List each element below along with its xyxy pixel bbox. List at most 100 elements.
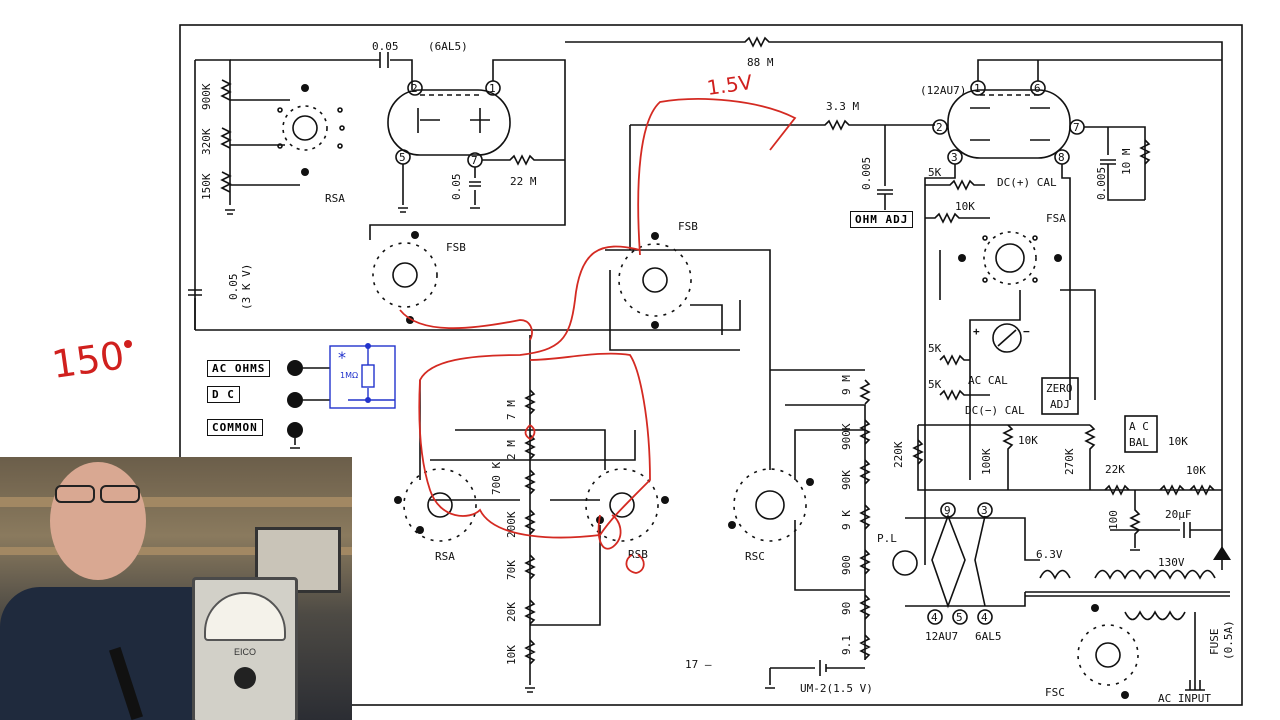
webcam-overlay: EICO bbox=[0, 457, 352, 720]
c-005-3kv-label: 0.05 bbox=[227, 274, 240, 301]
fsa-label: FSA bbox=[1046, 212, 1066, 225]
tube-6al5: 2 1 5 7 (6AL5) 0.05 22 M bbox=[369, 40, 566, 240]
meter-face bbox=[204, 592, 286, 641]
r-270k-label: 270K bbox=[1063, 448, 1076, 475]
ohm-adj-label: OHM ADJ bbox=[850, 211, 914, 228]
fsb-right-label: FSB bbox=[678, 220, 698, 233]
rotary-switch-rsc: RSC 9 M 900K 90K 9 K 900 90 9.1 UM-2(1.5… bbox=[685, 369, 873, 695]
meter-knob-icon bbox=[234, 667, 256, 689]
c-0005-a-label: 0.005 bbox=[860, 157, 873, 190]
pin-3b: 3 bbox=[981, 504, 988, 517]
zero-adj-box: ZERO ADJ bbox=[1041, 377, 1079, 415]
tube-12au7-b-label: 12AU7 bbox=[925, 630, 958, 643]
ac-cal-label: AC CAL bbox=[968, 374, 1008, 387]
dc-terminal-label: D C bbox=[207, 386, 240, 403]
tube-6al5-b-label: 6AL5 bbox=[975, 630, 1002, 643]
r-20k-label: 20K bbox=[505, 602, 518, 622]
meter-plus: + bbox=[973, 325, 980, 338]
r-900-label: 900 bbox=[840, 555, 853, 575]
r-7m-label: 7 M bbox=[505, 400, 518, 420]
pin-1b: 1 bbox=[974, 82, 981, 95]
r-900k-b-label: 900K bbox=[840, 423, 853, 450]
asterisk-icon: * bbox=[338, 348, 346, 367]
pin-6: 6 bbox=[1034, 82, 1041, 95]
fsa-switch-area: 5K DC(+) CAL 10K FSA + − 5K 5K AC CAL DC… bbox=[925, 166, 1096, 480]
c-005-mid-label: 0.05 bbox=[450, 174, 463, 201]
tube-6al5-label: (6AL5) bbox=[428, 40, 468, 53]
r-10m-label: 10 M bbox=[1120, 148, 1133, 175]
tube-12au7-label: (12AU7) bbox=[920, 84, 966, 97]
rsb-label: RSB bbox=[628, 548, 648, 561]
fsb-left-label: FSB bbox=[446, 241, 466, 254]
tube-12au7: 1 6 2 7 3 8 (12AU7) 0.005 10 M bbox=[920, 59, 1222, 565]
r-100-label: 100 bbox=[1107, 510, 1120, 530]
r-91-label: 9.1 bbox=[840, 635, 853, 655]
fuse-rating-label: (0.5A) bbox=[1222, 620, 1235, 660]
pl-label: P.L bbox=[877, 532, 897, 545]
pin-2: 2 bbox=[411, 82, 418, 95]
ac-input-label: AC INPUT bbox=[1158, 692, 1211, 705]
ac-ohms-terminal-label: AC OHMS bbox=[207, 360, 271, 377]
r-9m-label: 9 M bbox=[840, 375, 853, 395]
dc-pos-cal-label: DC(+) CAL bbox=[997, 176, 1057, 189]
r-10k-right-label: 10K bbox=[1186, 464, 1206, 477]
input-terminals: * 1MΩ bbox=[287, 343, 396, 449]
bias-network: 220K 100K 10K 270K 22K 10K 10K 100 20μF bbox=[892, 424, 1231, 560]
v-63-label: 6.3V bbox=[1036, 548, 1063, 561]
meter-minus: − bbox=[1023, 325, 1030, 338]
rotary-switch-rsa-top: RSA bbox=[230, 84, 345, 205]
schematic-border bbox=[179, 24, 1243, 706]
r-10k-bal-label: 10K bbox=[1168, 435, 1188, 448]
red-annotation-15v: 1.5V bbox=[705, 70, 754, 100]
r-700k-label: 700 K bbox=[490, 462, 503, 495]
r-22k-label: 22K bbox=[1105, 463, 1125, 476]
r-10k-top-label: 10K bbox=[955, 200, 975, 213]
pin-5b: 5 bbox=[956, 611, 963, 624]
r-2m-label: 2 M bbox=[505, 440, 518, 460]
glasses-left-icon bbox=[55, 485, 95, 503]
rotary-switch-rsb: RSB bbox=[530, 468, 669, 626]
dc-neg-cal-label: DC(−) CAL bbox=[965, 404, 1025, 417]
shelf-1 bbox=[0, 497, 352, 507]
red-annotation-dot bbox=[124, 340, 132, 348]
vtvm-meter: EICO bbox=[192, 577, 298, 720]
common-terminal-label: COMMON bbox=[207, 419, 263, 436]
r-10k-mid-label: 10K bbox=[1018, 434, 1038, 447]
r-33m-label: 3.3 M bbox=[826, 100, 859, 113]
range-divider-column: 7 M 2 M 700 K 200K 70K 20K 10K bbox=[419, 360, 636, 693]
c-0005-b-label: 0.005 bbox=[1095, 167, 1108, 200]
r-150k-label: 150K bbox=[200, 173, 213, 200]
rotary-switch-rsa: RSA bbox=[394, 468, 477, 563]
r-900k-label: 900K bbox=[200, 83, 213, 110]
c-005-3kv-note-label: (3 K V) bbox=[240, 264, 253, 310]
zero-adj-line1: ZERO bbox=[1046, 382, 1073, 395]
r-220k-label: 220K bbox=[892, 441, 905, 468]
ac-bal-line1: A C bbox=[1129, 420, 1149, 433]
v-130-label: 130V bbox=[1158, 556, 1185, 569]
r-90-label: 90 bbox=[840, 602, 853, 615]
zero-adj-line2: ADJ bbox=[1050, 398, 1070, 411]
r-88m: 88 M bbox=[565, 36, 1223, 570]
rotary-switch-fsb-left: FSB 0.05 (3 K V) bbox=[188, 231, 741, 331]
r-1mohm-label: 1MΩ bbox=[340, 371, 358, 380]
person-face bbox=[50, 462, 146, 580]
shelf-2 bbox=[0, 547, 352, 555]
glasses-right-icon bbox=[100, 485, 140, 503]
r-320k-label: 320K bbox=[200, 128, 213, 155]
r-100k-label: 100K bbox=[980, 448, 993, 475]
c-005-top-label: 0.05 bbox=[372, 40, 399, 53]
pin-1: 1 bbox=[489, 82, 496, 95]
r-5k-a-label: 5K bbox=[928, 342, 942, 355]
r-9k-label: 9 K bbox=[840, 510, 853, 530]
ac-bal-line2: BAL bbox=[1129, 436, 1149, 449]
rsa-label: RSA bbox=[435, 550, 455, 563]
pin-9: 9 bbox=[944, 504, 951, 517]
rsc-label: RSC bbox=[745, 550, 765, 563]
pin-7: 7 bbox=[471, 154, 478, 167]
r-10k-bot-label: 10K bbox=[505, 645, 518, 665]
pin-8: 8 bbox=[1058, 151, 1065, 164]
page-number: 17 — bbox=[685, 658, 712, 671]
rsa-top-label: RSA bbox=[325, 192, 345, 205]
r-5k-top-label: 5K bbox=[928, 166, 942, 179]
